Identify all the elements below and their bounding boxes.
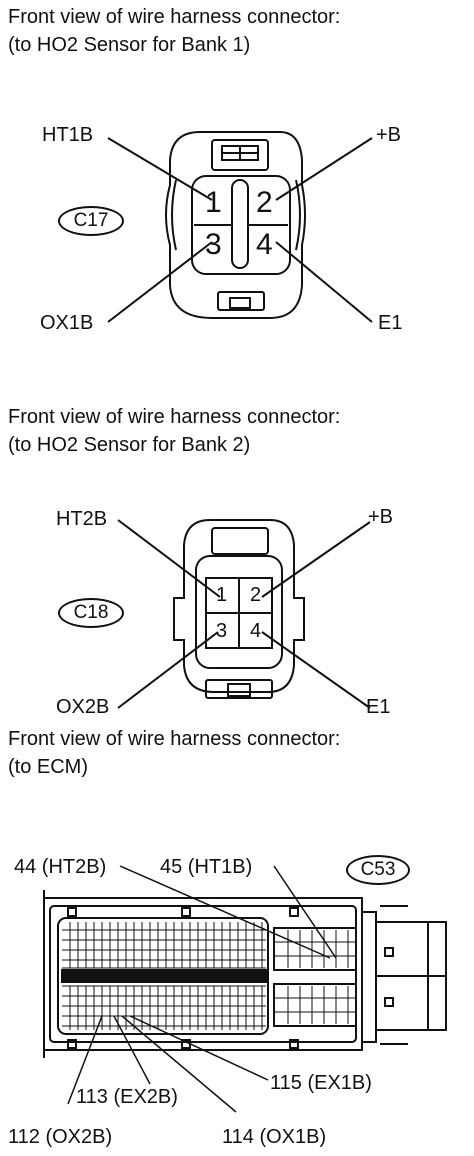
c53-caption-line2: (to ECM) — [8, 756, 88, 778]
c18-bottom-latch — [205, 679, 273, 699]
c17-pin-4: 4 — [256, 228, 273, 261]
c18-caption-line1: Front view of wire harness connector: — [8, 406, 341, 428]
c18-label-ht2b: HT2B — [56, 508, 108, 530]
c18-label-ox2b: OX2B — [56, 696, 110, 718]
c17-label-ht1b: HT1B — [42, 124, 94, 146]
c17-pin-2: 2 — [256, 186, 273, 219]
c53-housing — [43, 897, 363, 1051]
c17-caption-line2: (to HO2 Sensor for Bank 1) — [8, 34, 251, 56]
c53-grid-upper-left — [62, 929, 266, 969]
c18-pin-1: 1 — [216, 584, 228, 606]
c53-label-pin44: 44 (HT2B) — [14, 856, 107, 878]
c18-top-latch — [211, 527, 269, 555]
c17-caption-line1: Front view of wire harness connector: — [8, 6, 341, 28]
c17-label-ox1b: OX1B — [40, 312, 94, 334]
c53-side-shroud — [375, 921, 447, 1031]
c17-pin-3: 3 — [205, 228, 222, 261]
c17-top-latch — [211, 139, 269, 171]
c53-label-pin114: 114 (OX1B) — [222, 1126, 327, 1148]
c53-connector-id-badge: C53 — [346, 855, 410, 885]
c53-label-pin113: 113 (EX2B) — [76, 1086, 178, 1108]
c53-pin-grid — [62, 929, 356, 1027]
c17-connector-id-badge: C17 — [58, 206, 124, 236]
c53-label-pin112: 112 (OX2B) — [8, 1126, 113, 1148]
c53-grid-lower-left — [62, 985, 266, 1027]
c18-housing — [173, 519, 305, 693]
c18-pin-4: 4 — [250, 620, 262, 642]
c18-caption-line2: (to HO2 Sensor for Bank 2) — [8, 434, 251, 456]
c17-housing — [165, 131, 306, 319]
c17-label-plus-b: +B — [376, 124, 402, 146]
c18-label-plus-b: +B — [368, 506, 394, 528]
c53-label-pin45: 45 (HT1B) — [160, 856, 253, 878]
c18-inner-shell — [195, 555, 283, 669]
c18-pin-3: 3 — [216, 620, 228, 642]
c18-connector-id-badge: C18 — [58, 598, 124, 628]
c17-center-divider — [231, 179, 249, 269]
c53-side-collar — [361, 911, 377, 1043]
c53-label-pin115: 115 (EX1B) — [270, 1072, 372, 1094]
c17-label-e1: E1 — [378, 312, 403, 334]
c53-grid-right — [274, 941, 356, 1013]
c17-bottom-latch — [217, 291, 265, 311]
c17-pin-1: 1 — [205, 186, 222, 219]
c53-caption-line1: Front view of wire harness connector: — [8, 728, 341, 750]
c18-label-e1: E1 — [366, 696, 391, 718]
c18-pin-2: 2 — [250, 584, 262, 606]
